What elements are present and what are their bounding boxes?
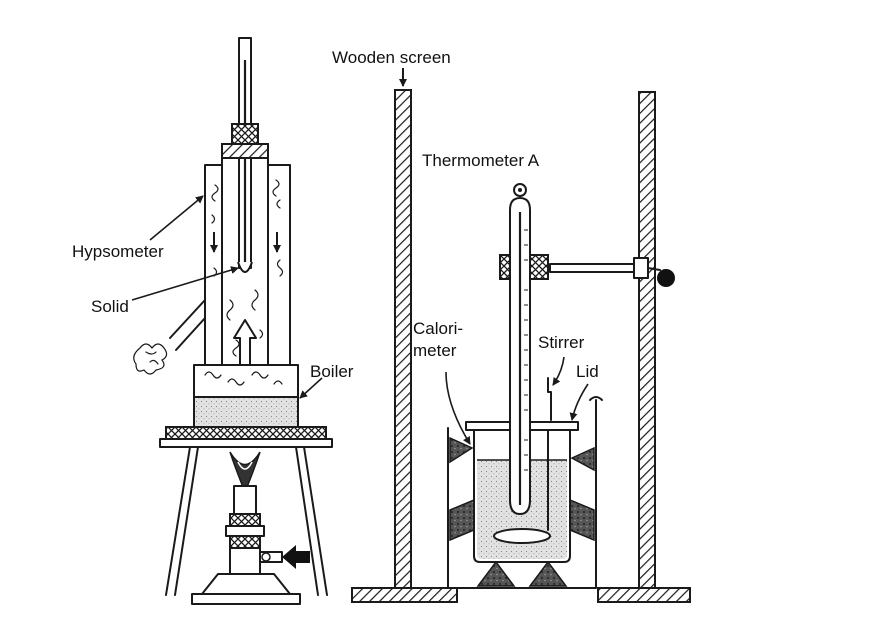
thermometer-a xyxy=(509,183,531,515)
wooden-screen xyxy=(351,68,458,603)
insulation-pads xyxy=(449,436,595,587)
bunsen-burner xyxy=(191,451,310,605)
steam-wisps xyxy=(211,179,284,357)
escaping-steam-puff xyxy=(133,343,168,375)
label-hypsometer: Hypsometer xyxy=(72,242,164,261)
calorimeter-leader xyxy=(445,371,471,445)
outer-enclosure xyxy=(447,399,597,589)
hypsometer-side-tube xyxy=(169,299,206,351)
calorimeter-assembly xyxy=(447,183,603,589)
boiler-leader xyxy=(299,377,323,399)
steam-flow-arrows xyxy=(210,232,281,369)
label-boiler: Boiler xyxy=(310,362,354,381)
gas-inlet-arrow xyxy=(282,545,310,569)
solid-leader xyxy=(131,266,239,301)
label-wooden-screen: Wooden screen xyxy=(332,48,451,67)
stirrer xyxy=(493,377,552,544)
hypsometer-cork xyxy=(221,123,269,159)
lid-leader xyxy=(569,383,589,421)
hypsometer-leader xyxy=(149,195,204,241)
boiler xyxy=(193,364,299,428)
tripod-stand xyxy=(159,426,333,596)
label-stirrer: Stirrer xyxy=(538,333,585,352)
label-thermometer-a: Thermometer A xyxy=(422,151,540,170)
leader-lines xyxy=(131,195,589,445)
label-solid: Solid xyxy=(91,297,129,316)
hypsometer-inner-tube xyxy=(221,157,269,366)
stirrer-leader xyxy=(552,356,565,386)
hypsometer-apparatus xyxy=(133,37,333,605)
label-calorimeter-line2: meter xyxy=(413,341,457,360)
label-lid: Lid xyxy=(576,362,599,381)
upward-steam-arrow xyxy=(233,319,257,369)
label-calorimeter-line1: Calori- xyxy=(413,319,463,338)
hypsometer-outer-jacket xyxy=(204,164,291,371)
labels: Wooden screen Thermometer A Hypsometer S… xyxy=(72,48,599,381)
